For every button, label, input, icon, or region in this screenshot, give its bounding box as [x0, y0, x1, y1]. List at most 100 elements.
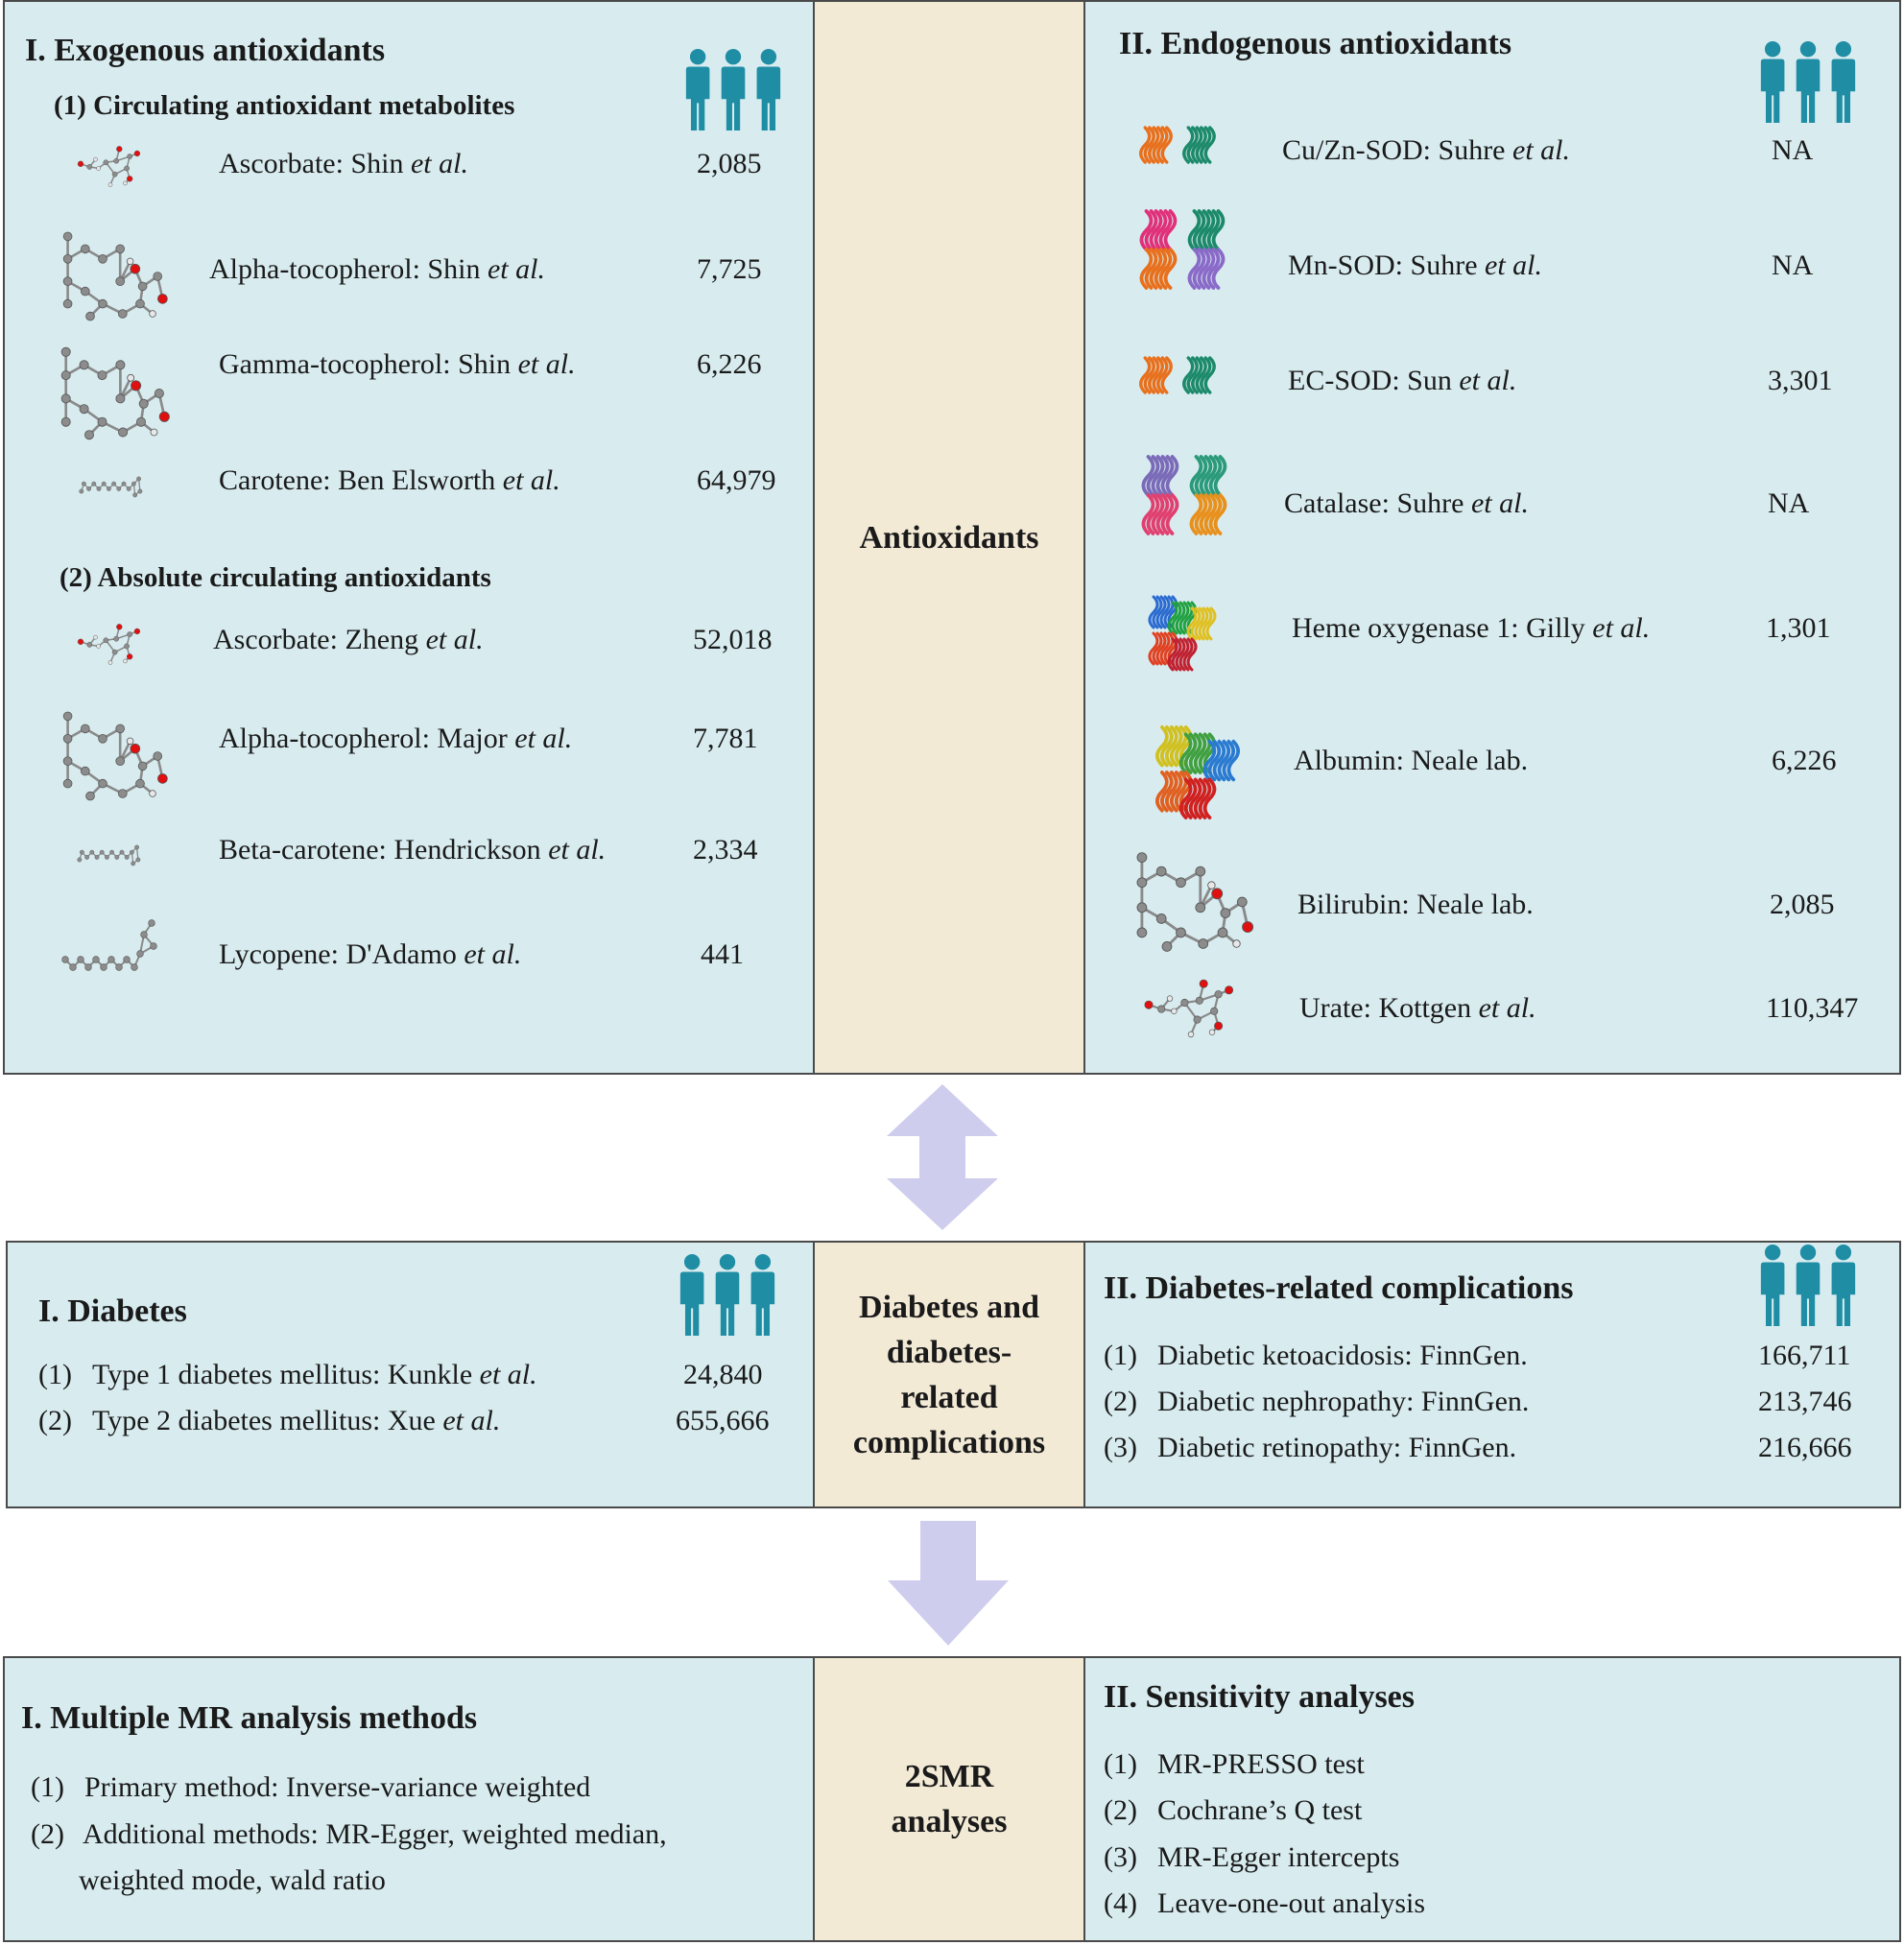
sample-size: 655,666 — [676, 1405, 770, 1436]
antioxidant-label: Albumin: Neale lab. — [1294, 745, 1528, 777]
double-arrow-icon — [887, 1084, 998, 1230]
2smr-center-box: 2SMR analyses — [813, 1656, 1085, 1942]
people-icon — [681, 48, 785, 130]
list-number: (1) — [1104, 1748, 1137, 1780]
sample-size: 7,781 — [693, 723, 758, 754]
et-al-text: et al. — [410, 148, 468, 179]
lycopene-molecule-icon — [61, 919, 157, 971]
cuzn-sod-protein-icon — [1139, 126, 1216, 164]
diabetes-panel — [6, 1241, 815, 1508]
et-al-text: et al. — [1459, 365, 1517, 396]
antioxidant-label: Cu/Zn-SOD: Suhre et al. — [1282, 134, 1570, 167]
sample-size: NA — [1772, 134, 1814, 166]
metabolite-label: Beta-carotene: Hendrickson et al. — [219, 834, 606, 866]
ascorbate-molecule-icon — [77, 146, 141, 187]
complications-title: II. Diabetes-related complications — [1104, 1270, 1574, 1306]
diabetes-name: Type 1 diabetes mellitus: Kunkle — [92, 1359, 480, 1390]
list-number: (1) — [38, 1359, 72, 1390]
ec-sod-protein-icon — [1139, 356, 1216, 394]
antioxidant-name: Heme oxygenase 1: Gilly — [1292, 612, 1593, 644]
sample-size: NA — [1772, 249, 1814, 281]
list-number: (2) — [1104, 1386, 1137, 1417]
metabolite-label: Alpha-tocopherol: Shin et al. — [209, 253, 545, 286]
sensitivity-title: II. Sensitivity analyses — [1104, 1679, 1415, 1715]
diabetes-center-line: related — [900, 1379, 998, 1415]
metabolite-label: Ascorbate: Zheng et al. — [213, 624, 484, 656]
exogenous-antioxidants-panel — [3, 0, 815, 1075]
albumin-protein-icon — [1155, 725, 1241, 819]
endogenous-title: II. Endogenous antioxidants — [1119, 26, 1512, 61]
sample-size: 216,666 — [1758, 1432, 1852, 1463]
metabolite-name: Ascorbate: Zheng — [213, 624, 426, 655]
et-al-text: et al. — [517, 348, 576, 380]
sample-size: 24,840 — [683, 1359, 763, 1390]
sample-size: 441 — [701, 938, 744, 970]
list-number: (2) — [1104, 1794, 1137, 1826]
group1-title: (1) Circulating antioxidant metabolites — [54, 90, 515, 121]
antioxidants-center-box: Antioxidants — [813, 0, 1085, 1075]
sample-size: NA — [1768, 487, 1810, 519]
antioxidant-name: Urate: Kottgen — [1299, 992, 1479, 1024]
et-al-text: et al. — [464, 938, 522, 970]
sensitivity-text: MR-Egger intercepts — [1157, 1841, 1400, 1873]
metabolite-name: Gamma-tocopherol: Shin — [219, 348, 518, 380]
sample-size: 2,085 — [697, 148, 762, 179]
metabolite-name: Alpha-tocopherol: Shin — [209, 253, 488, 285]
down-arrow-icon — [888, 1521, 1009, 1646]
list-number: (3) — [1104, 1432, 1137, 1463]
sample-size: 3,301 — [1768, 365, 1833, 396]
metabolite-name: Carotene: Ben Elsworth — [219, 464, 503, 496]
2smr-center-line: analyses — [891, 1804, 1008, 1839]
method-text: Additional methods: MR-Egger, weighted m… — [83, 1818, 667, 1850]
antioxidant-label: Mn-SOD: Suhre et al. — [1288, 249, 1542, 282]
et-al-text: et al. — [502, 464, 560, 496]
et-al-text: et al. — [548, 834, 607, 866]
sample-size: 213,746 — [1758, 1386, 1852, 1417]
tocopherol-molecule-icon — [1136, 852, 1254, 952]
complication-name: Diabetic retinopathy: FinnGen. — [1157, 1432, 1517, 1463]
metabolite-label: Gamma-tocopherol: Shin et al. — [219, 348, 576, 381]
metabolite-label: Lycopene: D'Adamo et al. — [219, 938, 521, 971]
et-al-text: et al. — [442, 1405, 501, 1436]
antioxidant-name: EC-SOD: Sun — [1288, 365, 1460, 396]
antioxidant-name: Mn-SOD: Suhre — [1288, 249, 1486, 281]
mn-sod-protein-icon — [1139, 209, 1226, 290]
tocopherol-molecule-icon — [62, 231, 168, 321]
et-al-text: et al. — [487, 253, 545, 285]
heme-oxygenase-protein-icon — [1148, 595, 1217, 672]
catalase-protein-icon — [1141, 455, 1227, 535]
diabetes-item: Type 2 diabetes mellitus: Xue et al. — [92, 1405, 500, 1437]
sample-size: 2,334 — [693, 834, 758, 866]
complication-name: Diabetic ketoacidosis: FinnGen. — [1157, 1340, 1528, 1371]
2smr-center-line: 2SMR — [904, 1759, 994, 1794]
mr-methods-title: I. Multiple MR analysis methods — [21, 1700, 478, 1736]
sample-size: 6,226 — [1772, 745, 1837, 776]
metabolite-name: Beta-carotene: Hendrickson — [219, 834, 549, 866]
mr-methods-panel — [3, 1656, 815, 1942]
metabolite-name: Lycopene: D'Adamo — [219, 938, 464, 970]
sample-size: 110,347 — [1766, 992, 1859, 1024]
antioxidant-name: Bilirubin: Neale lab. — [1297, 889, 1534, 920]
tocopherol-molecule-icon — [60, 346, 170, 440]
diabetes-title: I. Diabetes — [38, 1293, 187, 1329]
sample-size: 2,085 — [1770, 889, 1835, 920]
antioxidant-name: Catalase: Suhre — [1284, 487, 1471, 519]
sample-size: 64,979 — [697, 464, 776, 496]
sample-size: 7,725 — [697, 253, 762, 285]
diabetes-center-box: Diabetes and diabetes- related complicat… — [813, 1241, 1085, 1508]
sensitivity-text: Cochrane’s Q test — [1157, 1794, 1363, 1826]
group2-title: (2) Absolute circulating antioxidants — [60, 562, 491, 593]
antioxidants-label: Antioxidants — [859, 519, 1039, 556]
et-al-text: et al. — [1478, 992, 1536, 1024]
sensitivity-panel — [1083, 1656, 1901, 1942]
sample-size: 1,301 — [1766, 612, 1831, 644]
diabetes-name: Type 2 diabetes mellitus: Xue — [92, 1405, 443, 1436]
complication-name: Diabetic nephropathy: FinnGen. — [1157, 1386, 1530, 1417]
carotene-molecule-icon — [79, 476, 143, 498]
diabetes-center-line: Diabetes and — [859, 1289, 1039, 1325]
antioxidant-label: Urate: Kottgen et al. — [1299, 992, 1536, 1025]
et-al-text: et al. — [1485, 249, 1543, 281]
tocopherol-molecule-icon — [62, 711, 168, 801]
list-number: (1) — [1104, 1340, 1137, 1371]
antioxidant-label: Bilirubin: Neale lab. — [1297, 889, 1534, 921]
